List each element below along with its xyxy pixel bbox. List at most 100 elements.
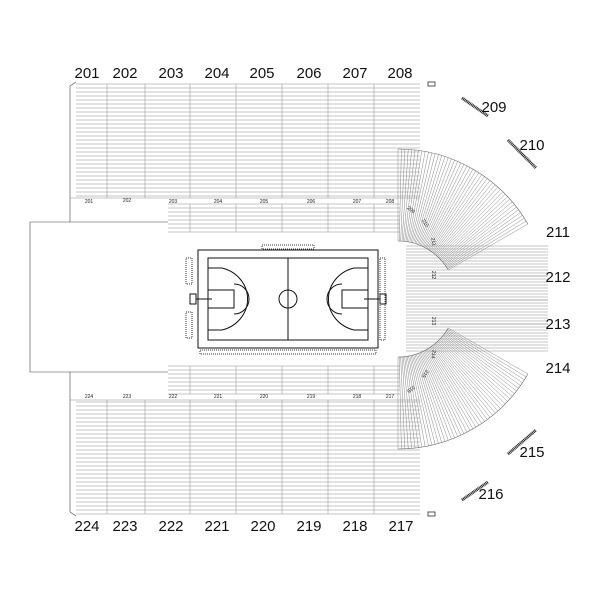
fan-seat-row (445, 212, 521, 266)
fan-seat-row (444, 209, 519, 265)
fan-seat-row (419, 352, 455, 439)
fan-seat-row (409, 152, 429, 243)
section-labels-top: 201 202 203 204 205 206 207 208 (74, 65, 412, 82)
vomitory-rail (506, 138, 538, 170)
vomitory-rail (461, 480, 489, 502)
fan-seat-row (404, 356, 416, 449)
fan-seat-row (433, 180, 491, 254)
inner-label-220: 220 (260, 394, 269, 400)
section-label-222[interactable]: 222 (158, 518, 183, 535)
fan-seat-row (423, 350, 465, 434)
fan-seat-row (443, 206, 517, 264)
fan-seat-row (431, 346, 485, 422)
section-label-214[interactable]: 214 (545, 360, 570, 377)
fan-seat-row (423, 164, 465, 248)
section-label-216[interactable]: 216 (478, 486, 503, 503)
fan-seat-row (442, 204, 515, 263)
inner-labels-bottom: 224 223 222 221 220 219 218 217 (85, 394, 395, 400)
section-label-210[interactable]: 210 (519, 137, 544, 154)
fan-seat-row (420, 161, 458, 246)
marker-top-right (427, 81, 436, 87)
section-label-203[interactable]: 203 (158, 65, 183, 82)
fan-seat-row (443, 334, 517, 392)
inner-label-203: 203 (169, 199, 178, 205)
fan-seat-row (426, 349, 474, 430)
section-label-212[interactable]: 212 (545, 269, 570, 286)
fan-seat-row (418, 353, 452, 440)
fan-seat-row (430, 174, 482, 252)
inner-labels-top: 201 202 203 204 205 206 207 208 (85, 198, 395, 205)
section-label-202[interactable]: 202 (112, 65, 137, 82)
section-label-201[interactable]: 201 (74, 65, 99, 82)
inner-labels-right: 212 213 (430, 271, 436, 326)
section-label-211[interactable]: 211 (546, 224, 570, 241)
fan-seat-row (418, 158, 452, 245)
fan-seat-row (412, 355, 436, 445)
fan-seat-row (400, 356, 406, 449)
inner-label-213: 213 (430, 317, 436, 326)
fan-seat-row (448, 327, 529, 375)
inner-label-215: 215 (420, 368, 430, 378)
fan-seat-row (415, 354, 446, 442)
fan-seat-row (440, 196, 508, 260)
fan-seat-row (437, 341, 501, 409)
section-label-213[interactable]: 213 (545, 316, 570, 333)
fan-edge (397, 373, 529, 450)
inner-label-224: 224 (85, 394, 94, 400)
fan-seat-row (422, 162, 462, 247)
fan-seat-row (424, 350, 468, 433)
inner-label-205: 205 (260, 199, 269, 205)
inner-label-201: 201 (85, 199, 94, 205)
section-label-223[interactable]: 223 (112, 518, 137, 535)
fan-seat-row (434, 182, 493, 255)
fan-seat-row (436, 342, 499, 412)
basketball-court (185, 244, 387, 355)
fan-seat-row (432, 178, 488, 253)
fan-seat-row (404, 149, 416, 242)
section-label-205[interactable]: 205 (249, 65, 274, 82)
fan-seat-row (405, 356, 419, 448)
inner-label-209: 209 (406, 205, 416, 215)
inner-label-216: 216 (405, 384, 415, 394)
section-label-224[interactable]: 224 (74, 518, 99, 535)
left-free-throw-arc (233, 283, 250, 315)
section-label-215[interactable]: 215 (519, 444, 544, 461)
fan-seat-row (408, 355, 426, 447)
courtside-seats-right (379, 257, 386, 341)
section-label-219[interactable]: 219 (296, 518, 321, 535)
section-label-209[interactable]: 209 (481, 99, 506, 116)
inner-labels-corner-top: 209 210 211 (406, 205, 437, 246)
inner-label-223: 223 (123, 394, 132, 400)
lower-seating-bottom (168, 365, 400, 395)
fan-seat-row (408, 151, 426, 243)
inner-label-206: 206 (307, 199, 316, 205)
courtside-seats-bottom (199, 349, 377, 355)
inner-label-214: 214 (429, 350, 436, 359)
fan-seat-row (413, 354, 439, 444)
section-label-207[interactable]: 207 (342, 65, 367, 82)
vomitory-rail (507, 428, 537, 456)
fan-seat-row (399, 149, 402, 242)
fan-seat-row (425, 167, 471, 249)
fan-seat-row (424, 165, 468, 248)
section-label-218[interactable]: 218 (342, 518, 367, 535)
left-three-point-line (208, 267, 248, 331)
section-label-221[interactable]: 221 (204, 518, 229, 535)
section-label-220[interactable]: 220 (250, 518, 275, 535)
inner-label-212: 212 (430, 271, 436, 280)
inner-label-207: 207 (353, 199, 362, 205)
fan-seat-row (444, 333, 519, 389)
fan-seat-row (401, 356, 409, 449)
fan-seat-row (441, 337, 511, 400)
fan-seat-row (435, 342, 496, 414)
vomitory-rail (461, 96, 489, 118)
section-label-206[interactable]: 206 (296, 65, 321, 82)
section-label-204[interactable]: 204 (204, 65, 229, 82)
section-label-208[interactable]: 208 (387, 65, 412, 82)
fan-seat-row (409, 355, 429, 446)
section-label-217[interactable]: 217 (388, 518, 413, 535)
inner-label-219: 219 (307, 394, 316, 400)
scorer-table (261, 244, 315, 250)
fan-seat-row (429, 347, 480, 426)
section-labels-bottom: 224 223 222 221 220 219 218 217 (74, 518, 413, 535)
